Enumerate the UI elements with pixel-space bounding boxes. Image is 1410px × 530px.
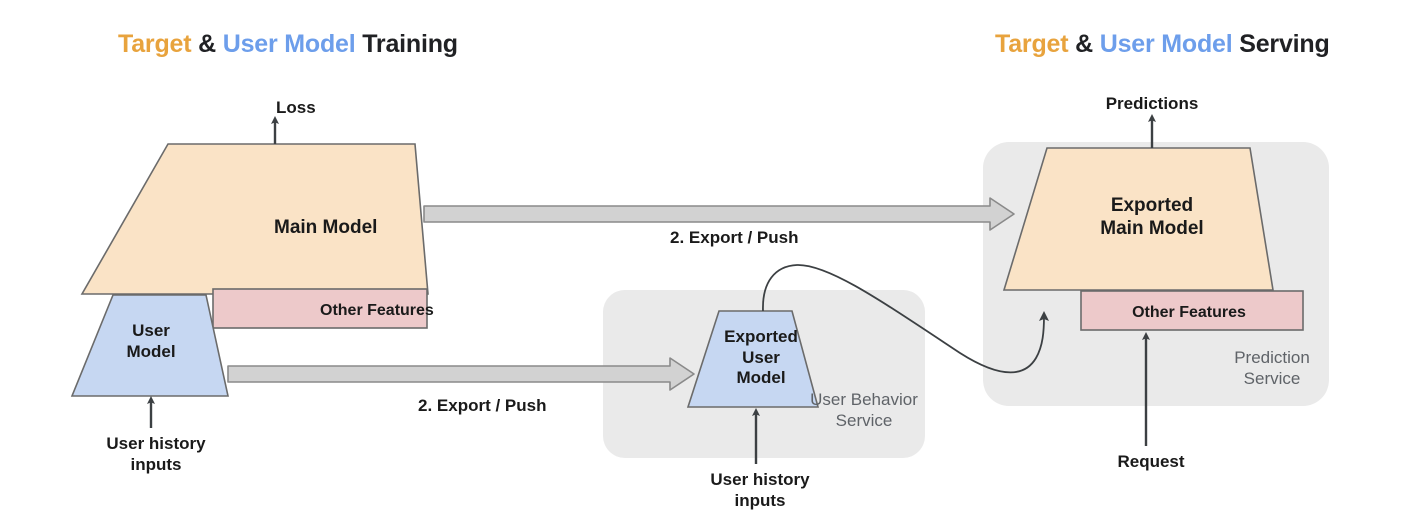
export-push-label-bottom: 2. Export / Push — [418, 396, 547, 415]
main-model-label: Main Model — [274, 217, 378, 238]
prediction-service-line1: Prediction — [1234, 348, 1310, 367]
exported-user-model-line3: Model — [736, 368, 786, 388]
block-arrow-user-export — [227, 357, 695, 391]
export-push-label-top: 2. Export / Push — [670, 228, 799, 247]
curved-arrow-user-to-main — [762, 264, 1049, 374]
title-training-suffix: Training — [355, 30, 458, 58]
request-label: Request — [1117, 452, 1185, 471]
user-model-label: User Model — [126, 321, 175, 362]
exported-main-model-line1: Exported — [1110, 195, 1194, 216]
exported-user-model-shape — [686, 310, 820, 408]
exported-user-model-line2: User — [742, 347, 780, 367]
main-model-shape — [80, 143, 429, 295]
other-features-box-training — [212, 288, 428, 329]
block-arrow-main-export — [423, 197, 1015, 231]
user-history-line1-middle: User history — [710, 470, 810, 489]
user-history-line2-training: inputs — [130, 454, 182, 474]
predictions-label: Predictions — [1105, 94, 1199, 113]
prediction-service-label: Prediction Service — [1234, 347, 1310, 390]
user-model-label-line2: Model — [126, 341, 176, 361]
title-serving-user-model: User Model — [1099, 30, 1233, 58]
title-training: Target & User Model Training — [118, 30, 458, 59]
title-serving-target: Target — [995, 30, 1069, 58]
user-history-line2-middle: inputs — [734, 490, 786, 510]
exported-user-model-line1: Exported — [724, 327, 798, 346]
other-features-box-serving — [1080, 290, 1304, 331]
other-features-label-serving: Other Features — [1132, 304, 1246, 321]
other-features-label-training: Other Features — [320, 302, 434, 319]
user-behavior-service-label: User Behavior Service — [810, 389, 918, 432]
user-history-inputs-label-training: User history inputs — [106, 434, 205, 475]
title-training-user-model: User Model — [222, 30, 356, 58]
user-behavior-service-line2: Service — [835, 411, 893, 431]
loss-label: Loss — [276, 98, 316, 117]
user-behavior-service-line1: User Behavior — [810, 390, 918, 409]
title-serving-suffix: Serving — [1232, 30, 1330, 58]
prediction-service-line2: Service — [1243, 369, 1301, 389]
user-model-label-line1: User — [132, 321, 170, 340]
user-model-shape — [70, 294, 229, 397]
title-training-amp: & — [191, 30, 223, 58]
title-serving: Target & User Model Serving — [995, 30, 1330, 59]
title-training-target: Target — [118, 30, 192, 58]
exported-main-model-shape — [1002, 147, 1274, 291]
title-serving-amp: & — [1068, 30, 1100, 58]
exported-user-model-label: Exported User Model — [724, 327, 798, 389]
user-history-inputs-label-middle: User history inputs — [710, 470, 809, 511]
user-history-line1-training: User history — [106, 434, 206, 453]
exported-main-model-line2: Main Model — [1100, 218, 1204, 240]
exported-main-model-label: Exported Main Model — [1100, 194, 1203, 240]
